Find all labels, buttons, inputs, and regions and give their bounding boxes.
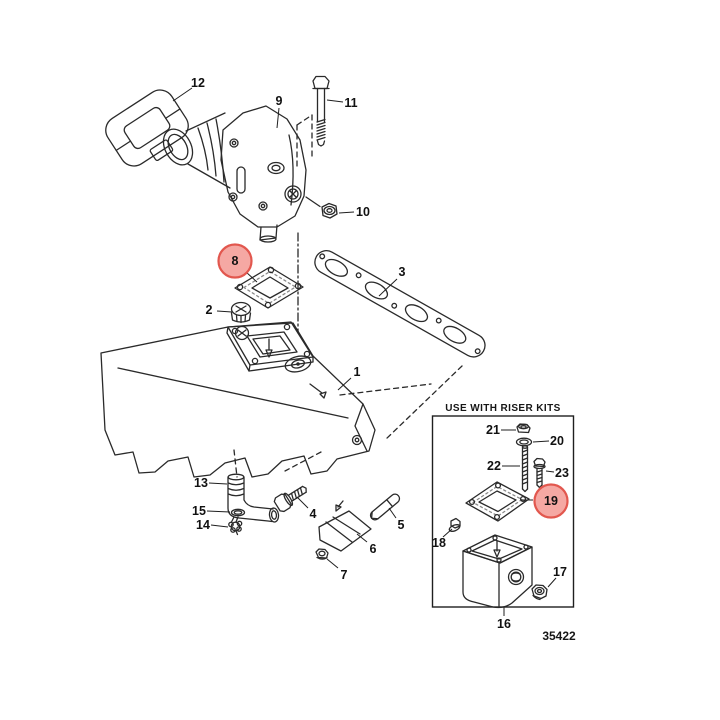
callout-number-6: 6 [370,542,377,556]
callout-number-21: 21 [486,423,500,437]
leader-line-1 [337,377,352,391]
callout-5: 5 [398,518,405,532]
callout-number-10: 10 [356,205,370,219]
highlight-circle-19[interactable] [533,483,569,519]
callout-number-19[interactable]: 19 [544,494,558,508]
leader-line-5 [388,507,397,519]
leader-line-11 [326,99,344,103]
callout-number-5: 5 [398,518,405,532]
callout-number-14: 14 [196,518,210,532]
leader-line-23 [545,470,555,473]
callout-number-12: 12 [191,76,205,90]
part-20-washer [515,437,533,447]
leader-line-13 [208,482,228,485]
callout-4: 4 [310,507,317,521]
callout-number-13: 13 [194,476,208,490]
leader-line-6 [356,533,368,543]
callout-number-2: 2 [206,303,213,317]
leader-line-15 [206,510,231,513]
callout-7: 7 [341,568,348,582]
leader-line-14 [210,524,229,528]
callout-number-9: 9 [276,94,283,108]
leader-line-9 [276,107,280,129]
callout-18: 18 [432,536,446,550]
part-12-clamp [105,89,189,167]
leader-line-12 [172,87,193,102]
leader-line-17 [547,577,557,588]
part-9-elbow-housing [162,105,307,243]
callout-20: 20 [550,434,564,448]
callout-17: 17 [553,565,567,579]
callout-number-20: 20 [550,434,564,448]
part-19-riser-gasket [465,481,530,522]
callout-number-16: 16 [497,617,511,631]
part-2-drain-plug [230,301,252,324]
callout-22: 22 [487,459,501,473]
callout-14: 14 [196,518,210,532]
part-15-seal-ring [230,508,246,517]
callout-8[interactable]: 8 [217,243,253,279]
part-11-bolt [312,75,330,147]
part-3-gasket-strip [314,250,486,358]
part-6-bracket [318,500,372,552]
part-1-exhaust-manifold [100,321,376,478]
callout-13: 13 [194,476,208,490]
part-14-drain-fitting [228,516,243,536]
callout-6: 6 [370,542,377,556]
callout-3: 3 [399,265,406,279]
callout-16: 16 [497,617,511,631]
callout-2: 2 [206,303,213,317]
part-13-elbow-fitting [227,473,280,523]
callout-10: 10 [356,205,370,219]
callout-number-22: 22 [487,459,501,473]
callout-number-8[interactable]: 8 [232,254,239,268]
part-8-gasket [234,266,304,309]
callout-number-7: 7 [341,568,348,582]
callout-1: 1 [354,365,361,379]
callout-number-17: 17 [553,565,567,579]
leader-line-20 [532,440,550,443]
callout-11: 11 [344,96,357,110]
part-18-plug [448,517,461,532]
callout-12: 12 [191,76,205,90]
part-23-bolt [533,457,546,489]
callout-number-4: 4 [310,507,317,521]
callout-number-1: 1 [354,365,361,379]
callout-number-11: 11 [344,96,357,110]
leader-lines [172,87,557,616]
callout-number-18: 18 [432,536,446,550]
leader-line-3 [378,278,398,297]
part-10-plug [305,196,338,219]
highlight-circle-8[interactable] [217,243,253,279]
part-4-bolt [273,485,307,513]
part-22-stud [521,445,529,493]
callout-9: 9 [276,94,283,108]
leader-line-8 [245,271,258,283]
callout-21: 21 [486,423,500,437]
leader-line-7 [326,558,339,569]
leader-line-2 [216,310,233,313]
part-5-pin [369,493,401,521]
part-7-nut [315,548,329,560]
drawing-number: 35422 [542,629,576,643]
callout-15: 15 [192,504,206,518]
leader-line-18 [442,528,453,538]
callout-number-3: 3 [399,265,406,279]
inset-title: USE WITH RISER KITS [445,403,560,414]
callout-23: 23 [555,466,569,480]
part-17-plug [531,584,548,601]
leader-line-10 [338,211,355,214]
part-16-riser-block [462,534,533,609]
callout-19[interactable]: 19 [533,483,569,519]
leader-line-4 [296,496,309,509]
callout-number-15: 15 [192,504,206,518]
callout-number-23: 23 [555,466,569,480]
part-21-locknut [516,423,531,434]
